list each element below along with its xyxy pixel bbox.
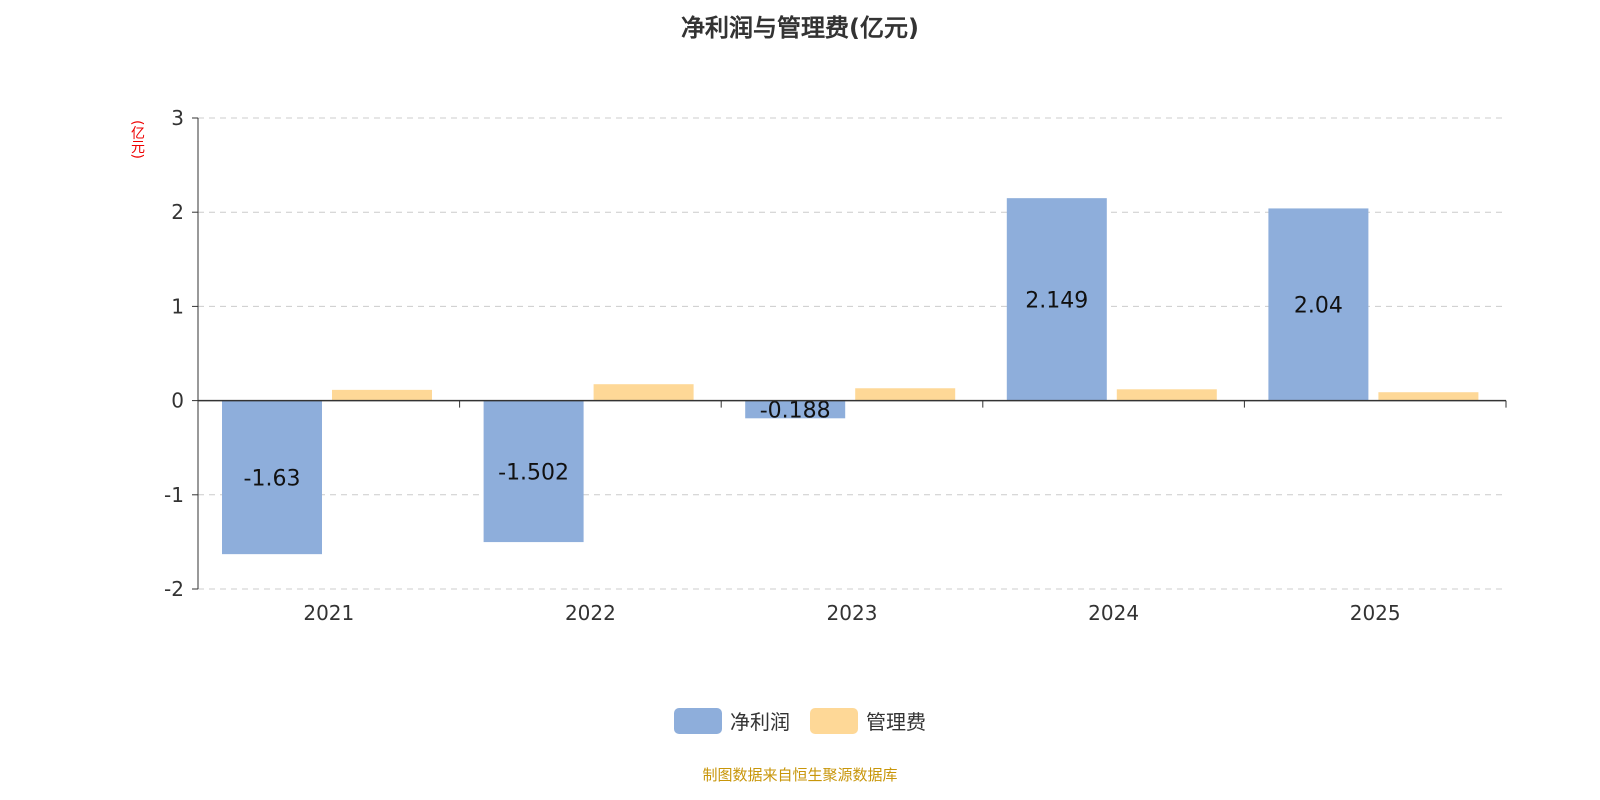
y-tick-label: 0 [171, 389, 184, 413]
chart-title: 净利润与管理费(亿元) [681, 14, 919, 42]
data-label: -1.502 [498, 460, 569, 485]
bar-admin-expense [593, 384, 694, 401]
y-tick-label: 1 [171, 294, 184, 318]
y-tick-label: -2 [164, 577, 184, 601]
legend-label: 净利润 [730, 710, 790, 734]
legend-swatch [810, 707, 858, 734]
x-tick-label: 2022 [565, 601, 616, 625]
x-tick-label: 2024 [1088, 601, 1139, 625]
data-label: -0.188 [760, 398, 831, 423]
bar-admin-expense [332, 389, 432, 401]
legend-swatch [674, 707, 722, 734]
bar-admin-expense [855, 388, 956, 401]
bar-net-profit [483, 400, 584, 543]
legend-label: 管理费 [866, 710, 926, 734]
bar-admin-expense [1378, 392, 1479, 401]
bar-admin-expense [1116, 389, 1217, 401]
y-axis-unit: (亿元) [129, 120, 145, 159]
legend-item-net-profit[interactable]: 净利润 [674, 706, 790, 735]
x-tick-label: 2025 [1350, 601, 1401, 625]
bar-net-profit [1006, 198, 1107, 401]
y-tick-label: -1 [164, 483, 184, 507]
source-note: 制图数据来自恒生聚源数据库 [702, 766, 898, 784]
bar-net-profit [222, 400, 322, 555]
legend: 净利润 管理费 [0, 706, 1600, 735]
y-tick-label: 3 [171, 106, 184, 130]
legend-item-admin-expense[interactable]: 管理费 [810, 706, 926, 735]
bar-net-profit [745, 400, 846, 419]
bar-net-profit [1268, 208, 1369, 401]
x-tick-label: 2023 [827, 601, 878, 625]
data-label: 2.149 [1025, 288, 1088, 313]
y-tick-label: 2 [171, 200, 184, 224]
data-label: -1.63 [244, 466, 301, 491]
x-tick-label: 2021 [303, 601, 354, 625]
data-label: 2.04 [1294, 294, 1343, 319]
